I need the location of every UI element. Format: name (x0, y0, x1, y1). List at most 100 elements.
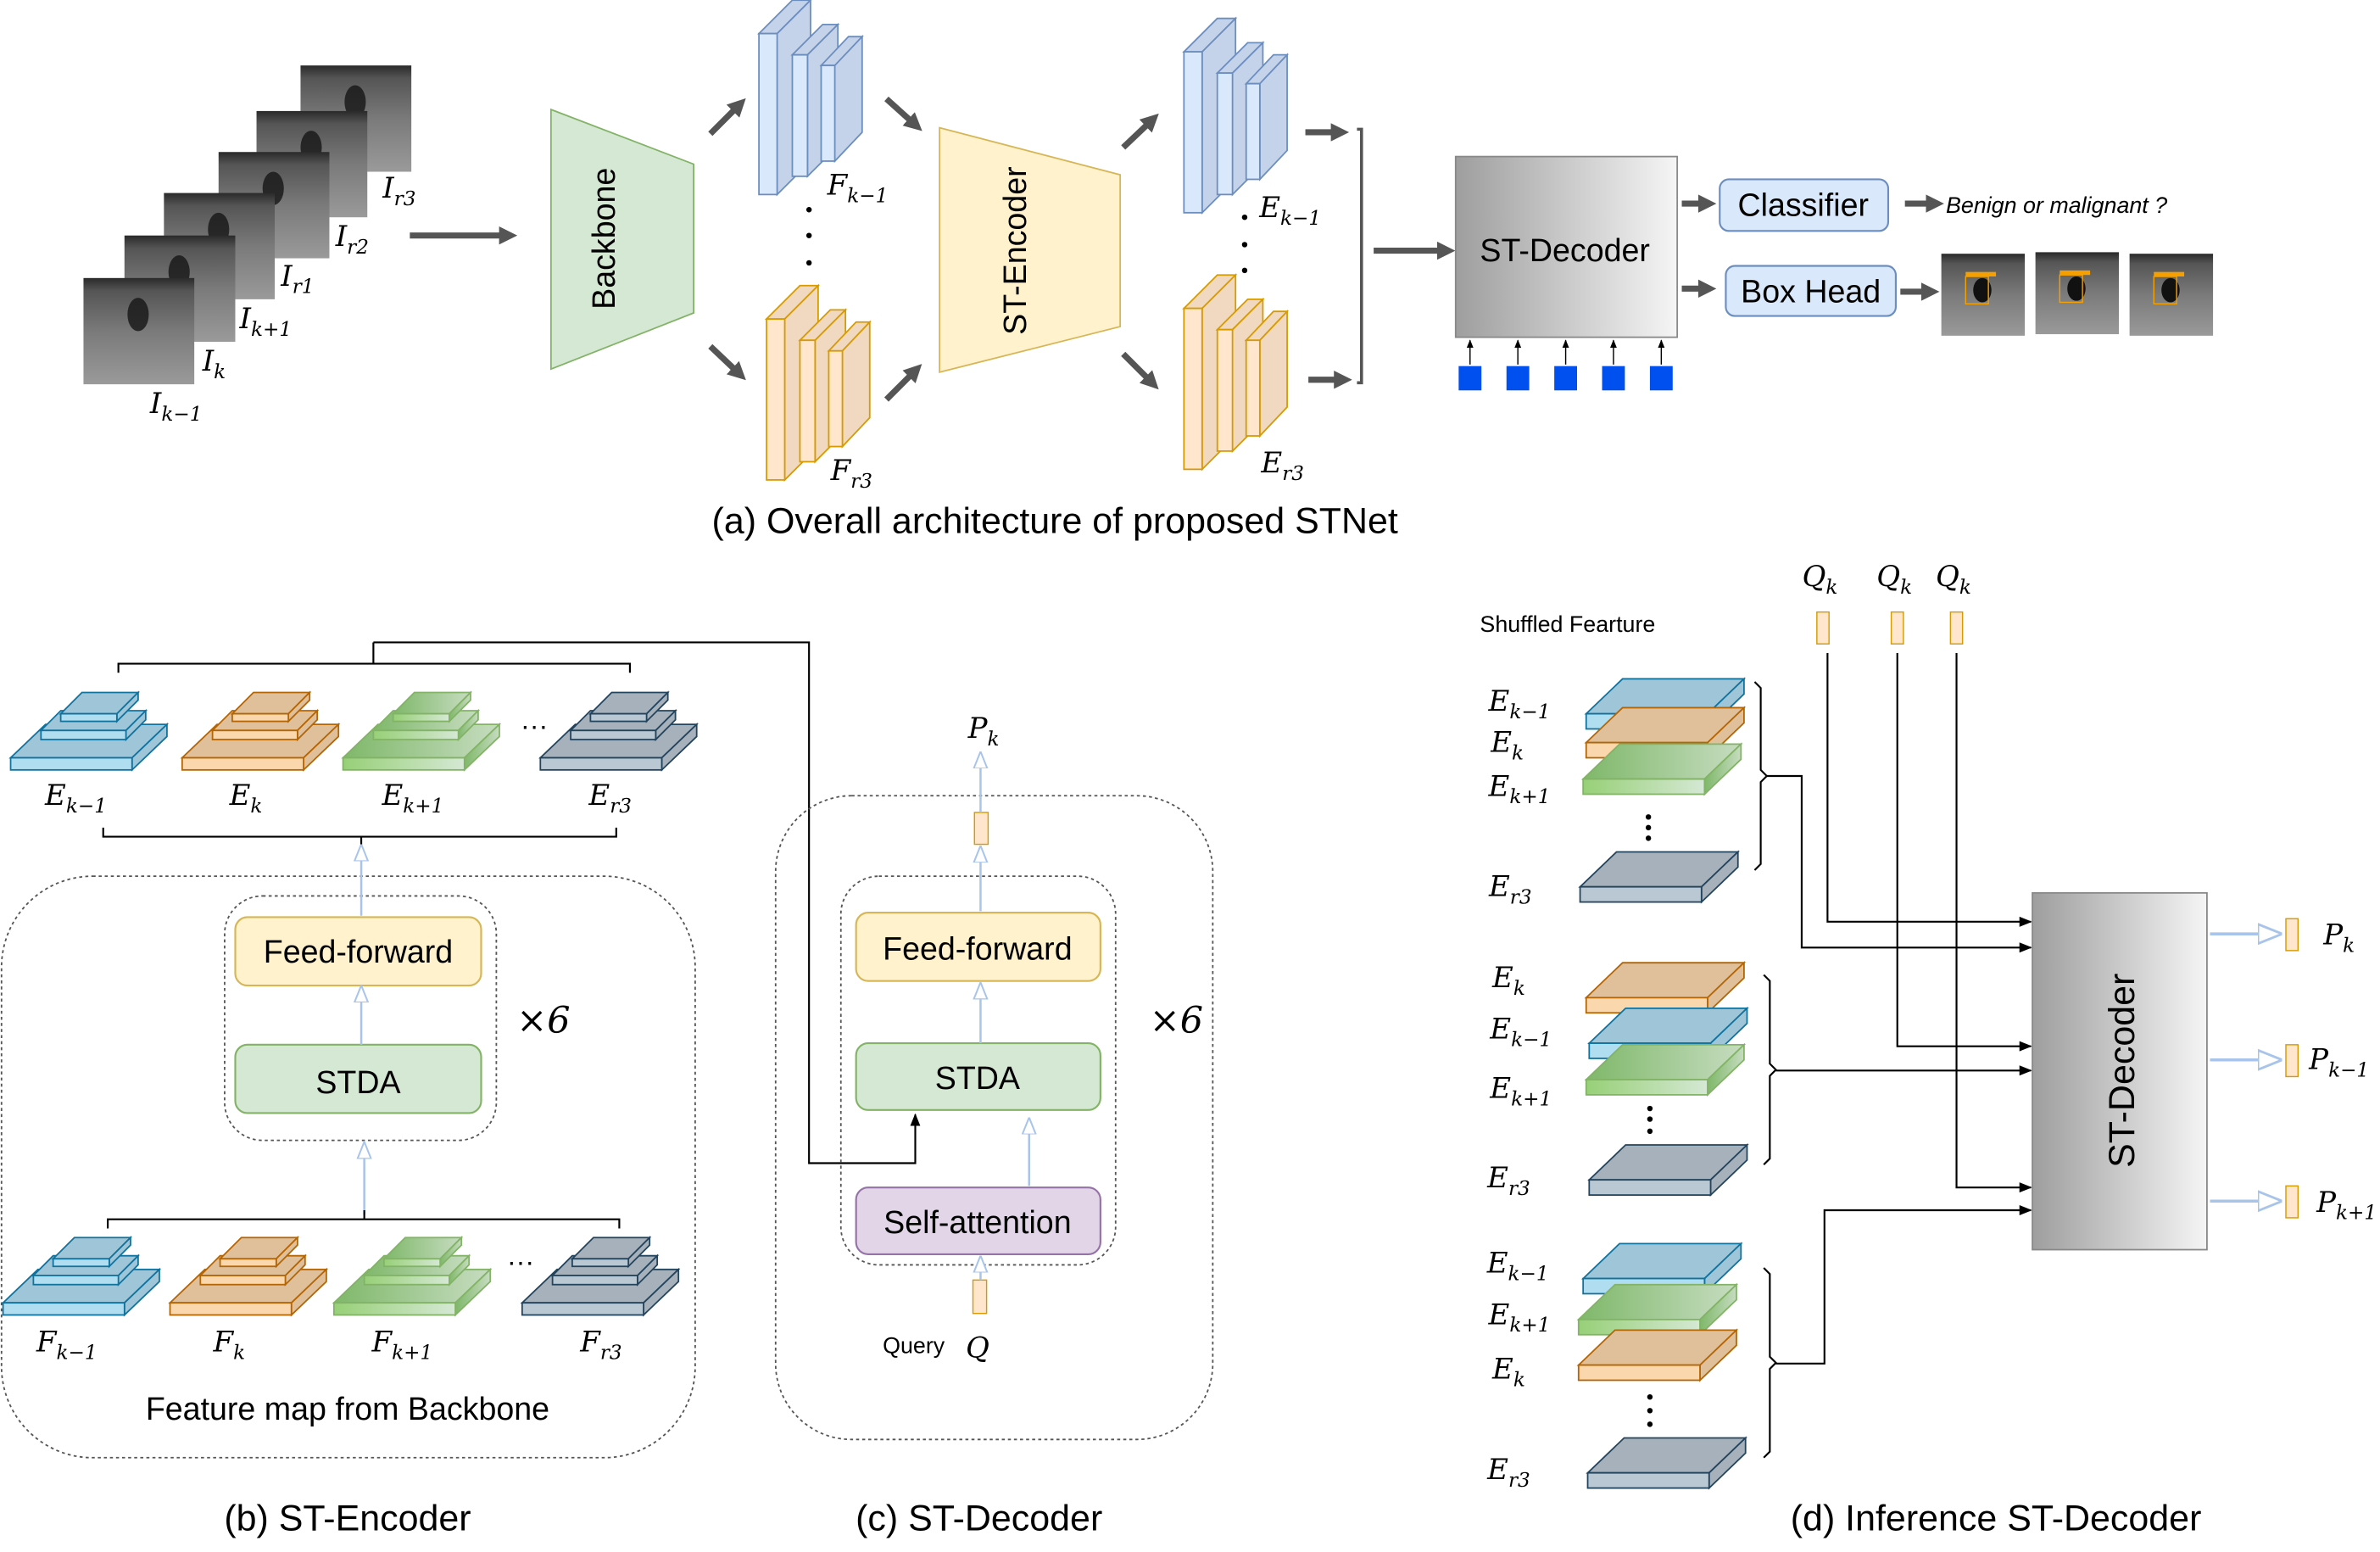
frame-label-base: I (335, 220, 348, 254)
group-brace (1753, 681, 1769, 871)
query-token (1890, 611, 1904, 645)
frame-label: Ik−1 (149, 387, 203, 426)
prediction-label-subscript: k (2343, 935, 2355, 957)
group-connection (1775, 1204, 2032, 1365)
feature-slab-front-face (758, 32, 778, 196)
query-label-subscript: k (1900, 577, 1912, 599)
frame-label: Ir2 (335, 220, 369, 259)
prediction-label-base: P (2316, 1186, 2337, 1220)
pyramid-layer-front-face (199, 1275, 287, 1286)
feature-label-subscript: k+1 (1509, 1315, 1550, 1337)
prediction-label: Pk−1 (2308, 1043, 2369, 1082)
lesion-shape (1973, 277, 1992, 303)
encoder-input-brace (107, 1209, 621, 1229)
pyramid-layer-front-face (52, 1258, 110, 1268)
encoder-input-label-subscript: k (233, 1342, 245, 1364)
query-label: Qk (1802, 560, 1837, 599)
output-token (2285, 1044, 2299, 1078)
frame-label-subscript: k+1 (251, 319, 292, 341)
prediction-label: Pk (2322, 918, 2355, 957)
backbone-label: Backbone (586, 168, 621, 310)
lesion-shape (344, 85, 366, 119)
feature-label-subscript: k−1 (1511, 1030, 1552, 1052)
decoder-feed-forward-block (855, 912, 1101, 982)
query-label: Qk (1876, 560, 1912, 599)
shuffled-feature-label: Shuffled Fearture (1480, 611, 1655, 637)
encoder-input-label-subscript: r3 (600, 1342, 622, 1364)
ellipsis: ··· (507, 1247, 534, 1277)
feature-slab-front-face (1216, 72, 1234, 196)
encoder-input-label-base: F (371, 1325, 393, 1359)
box-head-label: Box Head (1741, 273, 1881, 309)
feature-stack-bottom (764, 283, 872, 483)
feature-label: Er3 (1486, 1161, 1530, 1200)
frame-label-subscript: k (214, 361, 226, 383)
encoder-output-label: Ek−1 (44, 779, 107, 818)
feature-slab-front-face (1183, 51, 1203, 214)
query-label-base: Q (1936, 560, 1959, 594)
st-decoder-label: ST-Decoder (1480, 232, 1650, 268)
pyramid-layer-front-face (539, 756, 663, 771)
dot (1647, 1128, 1653, 1135)
feature-label-subscript: k (1513, 978, 1525, 1000)
feature-top-label: Fk−1 (827, 168, 889, 207)
feature-label: Ek+1 (1488, 769, 1551, 808)
frame-label-base: I (239, 302, 252, 336)
detection-box (1965, 276, 1989, 304)
feature-slab-front-face (1579, 885, 1703, 903)
query-connection (1896, 652, 2032, 1052)
encoder-output-label-base: E (44, 779, 66, 812)
prediction-label: Pk+1 (2316, 1186, 2377, 1225)
encoder-input-pyramid (1, 1236, 162, 1317)
detection-box (2153, 276, 2177, 304)
encoder-input-pyramid (520, 1236, 681, 1317)
feature-label-base: E (1486, 1246, 1508, 1280)
feature-slab-front-face (1183, 307, 1203, 471)
feature-label: Er3 (1488, 869, 1532, 908)
feature-label-subscript: k−1 (1509, 701, 1550, 723)
feature-top-label-subscript: k−1 (847, 185, 888, 207)
st-encoder-block (939, 126, 1122, 373)
feature-slab-front-face (828, 349, 844, 448)
ultrasound-image (83, 277, 195, 385)
encoder-feed-forward-label: Feed-forward (264, 934, 453, 969)
query-connection (1826, 652, 2032, 927)
object-query-square (1554, 366, 1577, 391)
ultrasound-frame (83, 277, 195, 385)
feature-bottom-label: Fr3 (830, 454, 872, 493)
feature-label-subscript: k−1 (1508, 1263, 1549, 1285)
encoder-input-label-base: F (213, 1325, 235, 1359)
pyramid-layer-front-face (571, 1258, 630, 1268)
dot (1241, 267, 1248, 274)
detection-tag (2154, 271, 2185, 277)
dot (1647, 1116, 1653, 1122)
inference-decoder-label: ST-Decoder (2102, 974, 2143, 1168)
feature-label: Ek+1 (1489, 1072, 1552, 1111)
feature-label-subscript: k+1 (1509, 786, 1550, 808)
classifier-output-text: Benign or malignant ? (1946, 193, 2167, 218)
feature-label-base: E (1488, 1298, 1510, 1331)
encoder-output-bracket (117, 642, 631, 673)
detection-tag (1965, 271, 1997, 277)
encoder-input-label-subscript: k+1 (392, 1342, 432, 1364)
encoder-output-label-subscript: r3 (610, 796, 632, 818)
feature-label-base: E (1488, 869, 1510, 903)
feature-label-subscript: r3 (1508, 1470, 1530, 1492)
flow-arrow (883, 364, 922, 402)
pyramid-layer-front-face (2, 1302, 125, 1316)
feature-label: Ek−1 (1486, 1246, 1549, 1285)
encoder-stda-block (234, 1043, 482, 1114)
encoder-output-label-subscript: k (250, 796, 262, 818)
dot (1647, 1105, 1653, 1112)
encoder-output-label: Ek+1 (381, 779, 443, 818)
pyramid-layer-front-face (59, 712, 118, 723)
feature-ellipsis (805, 207, 812, 266)
encoder-input-label: Fr3 (579, 1325, 621, 1364)
feature-label: Ek (1490, 725, 1524, 764)
feature-slab-front-face (799, 339, 817, 463)
object-query-square (1506, 366, 1530, 391)
classifier-label: Classifier (1737, 187, 1869, 222)
frame-label-subscript: r1 (293, 276, 315, 299)
feature-label-base: E (1489, 1072, 1511, 1106)
